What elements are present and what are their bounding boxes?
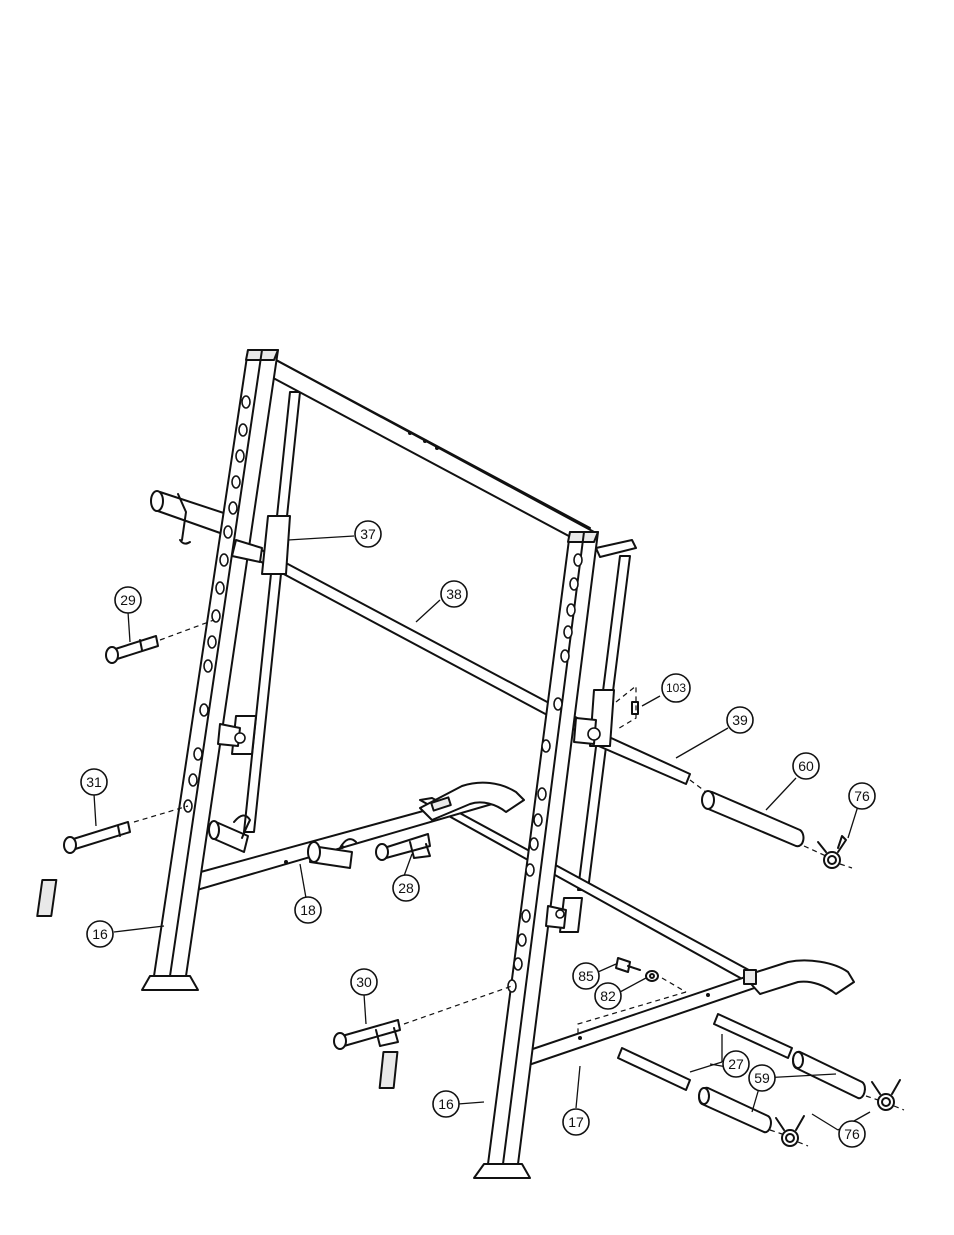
callout-82-label: 82	[600, 988, 616, 1004]
callout-38-label: 38	[446, 586, 462, 602]
callout-37: 37	[355, 521, 381, 547]
callout-18-label: 18	[300, 902, 316, 918]
callout-18: 18	[295, 897, 321, 923]
callout-103: 103	[662, 674, 690, 702]
callout-85: 85	[573, 963, 599, 989]
set-screw-103	[632, 702, 638, 714]
pad-60	[702, 791, 803, 846]
pin-31	[64, 822, 130, 853]
callout-31-label: 31	[86, 774, 102, 790]
callout-85-label: 85	[578, 968, 594, 984]
callout-37-label: 37	[360, 526, 376, 542]
callout-16-right-label: 16	[438, 1096, 454, 1112]
callout-28: 28	[393, 875, 419, 901]
callout-16-left-label: 16	[92, 926, 108, 942]
spring-collar-76-top	[818, 836, 846, 868]
pin-29	[106, 636, 158, 663]
callout-103-label: 103	[666, 681, 686, 695]
callout-38: 38	[441, 581, 467, 607]
callout-28-label: 28	[398, 880, 414, 896]
callout-60: 60	[793, 753, 819, 779]
spring-collar-76-left	[776, 1116, 804, 1146]
callout-16-left: 16	[87, 921, 113, 947]
front-foot-handle-left	[420, 783, 524, 820]
spring-collar-76-right	[872, 1080, 900, 1110]
callout-29: 29	[115, 587, 141, 613]
callout-39: 39	[727, 707, 753, 733]
carriage-37-right-upper	[574, 690, 614, 746]
callout-39-label: 39	[732, 712, 748, 728]
callout-30: 30	[351, 969, 377, 995]
front-foot-handle-right	[744, 960, 854, 994]
horn-27-upper	[714, 1014, 792, 1058]
callout-82: 82	[595, 983, 621, 1009]
callout-27-label: 27	[728, 1056, 744, 1072]
bar-38	[250, 546, 596, 740]
callout-31: 31	[81, 769, 107, 795]
bolt-85	[616, 958, 640, 972]
callout-76-top: 76	[849, 783, 875, 809]
callout-17: 17	[563, 1109, 589, 1135]
top-crossbar	[262, 350, 596, 542]
horn-27-lower	[618, 1048, 690, 1090]
washer-82	[646, 971, 658, 981]
front-left-upright	[37, 350, 278, 990]
pad-59-lower	[699, 1088, 771, 1132]
callout-76-bottom-label: 76	[844, 1126, 860, 1142]
pin-30	[334, 1020, 400, 1049]
callout-76-top-label: 76	[854, 788, 870, 804]
pin-28	[376, 834, 430, 860]
callout-59-label: 59	[754, 1070, 770, 1086]
callout-29-label: 29	[120, 592, 136, 608]
rear-right-top-bracket	[596, 540, 636, 557]
callout-27: 27	[723, 1051, 749, 1077]
lower-horn-left	[209, 815, 250, 852]
callout-30-label: 30	[356, 974, 372, 990]
callout-59: 59	[749, 1065, 775, 1091]
callout-16-right: 16	[433, 1091, 459, 1117]
callout-17-label: 17	[568, 1114, 584, 1130]
callout-60-label: 60	[798, 758, 814, 774]
callout-76-bottom: 76	[839, 1121, 865, 1147]
